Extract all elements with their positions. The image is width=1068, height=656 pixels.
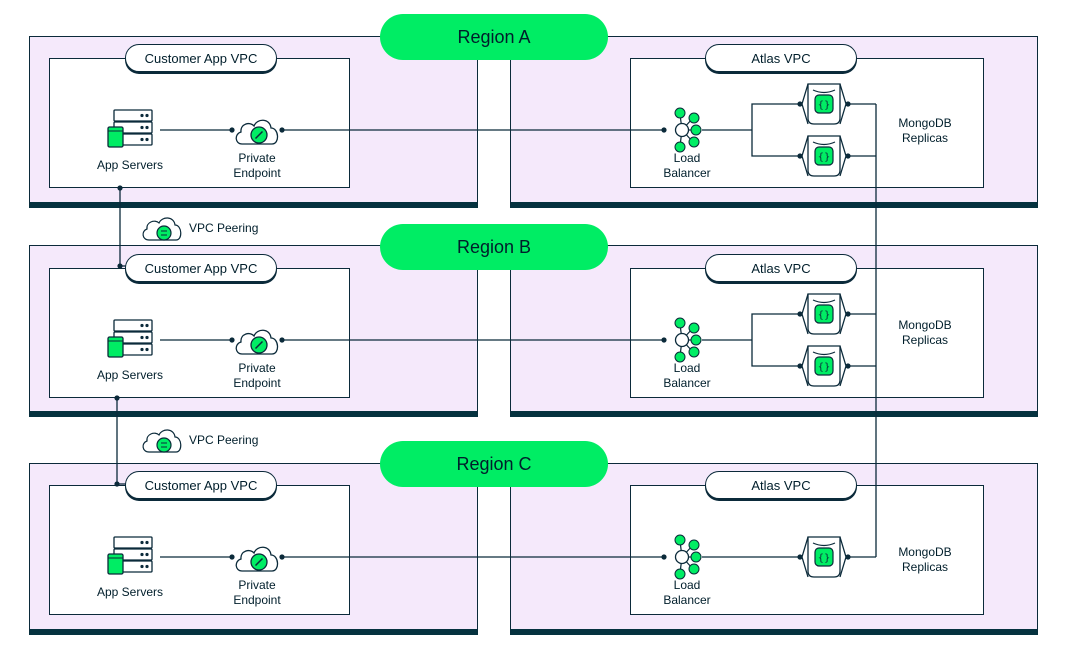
svg-text:{}: {} — [818, 100, 831, 111]
region-b-lb-label: Load Balancer — [637, 361, 737, 390]
region-a-endpoint-label: Private Endpoint — [207, 151, 307, 180]
region-a-title: Region A — [380, 14, 608, 60]
server-rack-icon — [107, 109, 153, 148]
region-a-endpoint-line2: Endpoint — [233, 165, 281, 180]
database-shield-icon: {} — [801, 536, 847, 578]
region-b-customer-vpc-box — [49, 268, 350, 398]
cloud-link-icon — [235, 329, 279, 355]
cloud-peering-icon — [142, 429, 182, 453]
svg-text:{}: {} — [818, 310, 831, 321]
region-c-lb-line1: Load — [673, 578, 701, 592]
region-c-replicas-line2: Replicas — [901, 559, 949, 574]
region-b-customer-vpc-label: Customer App VPC — [125, 254, 277, 282]
svg-text:{}: {} — [818, 553, 831, 564]
server-rack-icon — [107, 319, 153, 358]
database-shield-icon: {} — [801, 345, 847, 387]
region-a-customer-vpc-label: Customer App VPC — [125, 44, 277, 72]
region-a-lb-line2: Balancer — [663, 165, 711, 180]
region-c-lb-line2: Balancer — [663, 592, 711, 607]
region-c-replicas-label: MongoDB Replicas — [880, 545, 970, 574]
region-a-replicas-line2: Replicas — [901, 130, 949, 145]
database-shield-icon: {} — [801, 135, 847, 177]
region-b-lb-line1: Load — [673, 361, 701, 375]
network-hub-icon — [674, 107, 702, 153]
region-c-endpoint-label: Private Endpoint — [207, 578, 307, 607]
region-a-replicas-line1: MongoDB — [898, 116, 952, 130]
region-b-lb-line2: Balancer — [663, 375, 711, 390]
region-a-app-servers-label: App Servers — [96, 158, 164, 172]
server-rack-icon — [107, 536, 153, 575]
region-b-atlas-vpc-label: Atlas VPC — [705, 254, 857, 282]
region-c-app-servers-label: App Servers — [96, 585, 164, 599]
network-hub-icon — [674, 534, 702, 580]
region-a-customer-vpc-box — [49, 58, 350, 188]
region-b-replicas-label: MongoDB Replicas — [880, 318, 970, 347]
cloud-peering-icon — [142, 217, 182, 241]
region-b-endpoint-label: Private Endpoint — [207, 361, 307, 390]
region-c-endpoint-line2: Endpoint — [233, 592, 281, 607]
region-a-atlas-vpc-label: Atlas VPC — [705, 44, 857, 72]
region-c-atlas-vpc-label: Atlas VPC — [705, 471, 857, 499]
region-b-title: Region B — [380, 224, 608, 270]
cloud-link-icon — [235, 546, 279, 572]
region-b-replicas-line1: MongoDB — [898, 318, 952, 332]
svg-text:{}: {} — [818, 362, 831, 373]
region-b-app-servers-label: App Servers — [96, 368, 164, 382]
region-a-replicas-label: MongoDB Replicas — [880, 116, 970, 145]
database-shield-icon: {} — [801, 293, 847, 335]
region-c-replicas-line1: MongoDB — [898, 545, 952, 559]
database-shield-icon: {} — [801, 83, 847, 125]
region-c-lb-label: Load Balancer — [637, 578, 737, 607]
vpc-peering-label-2: VPC Peering — [189, 433, 259, 447]
region-c-title: Region C — [380, 441, 608, 487]
region-b-endpoint-line1: Private — [238, 361, 276, 375]
region-c-endpoint-line1: Private — [238, 578, 276, 592]
region-a-lb-line1: Load — [673, 151, 701, 165]
region-c-customer-vpc-label: Customer App VPC — [125, 471, 277, 499]
region-a-endpoint-line1: Private — [238, 151, 276, 165]
region-b-endpoint-line2: Endpoint — [233, 375, 281, 390]
svg-text:{}: {} — [818, 152, 831, 163]
cloud-link-icon — [235, 119, 279, 145]
network-hub-icon — [674, 317, 702, 363]
region-c-customer-vpc-box — [49, 485, 350, 615]
region-a-lb-label: Load Balancer — [637, 151, 737, 180]
vpc-peering-label-1: VPC Peering — [189, 221, 259, 235]
region-b-replicas-line2: Replicas — [901, 332, 949, 347]
